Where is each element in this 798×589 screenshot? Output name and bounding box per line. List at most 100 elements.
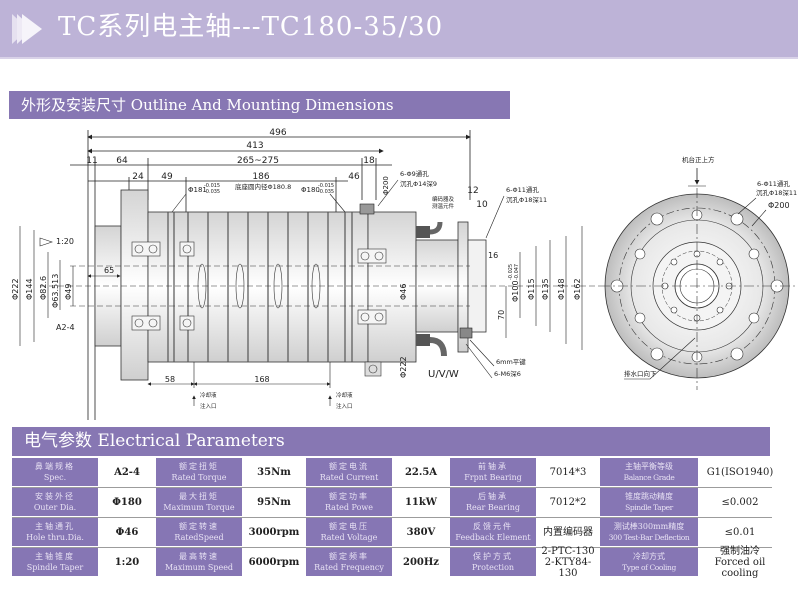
dim-496: 496 — [269, 128, 286, 138]
parameter-label: 后轴承 Rear Bearing — [450, 488, 536, 516]
parameter-label-cn: 锥度跳动精度 — [625, 492, 673, 501]
parameter-label-en: Spindle Taper — [26, 563, 84, 572]
outline-drawing: 496 413 11 64 265~275 18 24 49 186 46 12… — [11, 128, 797, 420]
parameter-label-cn: 额定功率 — [329, 492, 369, 501]
parameter-label-en: Rear Bearing — [466, 503, 520, 512]
dim-200-top: Φ200 — [382, 176, 390, 195]
parameter-value: 380V — [406, 526, 436, 538]
parameter-value: 6000rpm — [248, 556, 300, 568]
title-bar: TC系列电主轴---TC180-35/30 — [0, 0, 798, 59]
parameter-label-en: Spec. — [43, 473, 67, 482]
parameter-label-en: Balance Grade — [623, 473, 675, 482]
parameter-label-cn: 后轴承 — [478, 492, 508, 501]
parameter-label-cn: 测试棒300mm精度 — [613, 522, 685, 531]
spindle-side-view — [40, 189, 600, 381]
front-tol-up: -0.015 — [204, 183, 220, 189]
holes-rear-1: 6-Φ11通孔 — [506, 185, 539, 194]
dim-16: 16 — [488, 251, 498, 260]
parameter-label: 主轴通孔 Hole thru.Dia. — [12, 518, 98, 546]
parameter-label: 安装外径 Outer Dia. — [12, 488, 98, 516]
parameter-value: 7014*3 — [549, 466, 587, 478]
parameter-label-en: Feedback Element — [455, 533, 531, 542]
parameter-label-en: Rated Frequency — [314, 563, 384, 572]
holes-front-2: 沉孔Φ14深9 — [400, 179, 437, 188]
parameter-value: 3000rpm — [248, 526, 300, 538]
parameter-value: 1:20 — [114, 556, 140, 568]
m6-note: 6-M6深6 — [494, 369, 521, 378]
parameter-value: 11kW — [404, 496, 438, 508]
dim-46: 46 — [348, 172, 360, 182]
parameter-label: 锥度跳动精度 Spindle Taper — [600, 488, 698, 516]
holes-front-1: 6-Φ9通孔 — [400, 169, 429, 178]
spindle-end-view: 机台正上方 6-Φ11通孔 沉孔Φ18深11 Φ200 排水口向下 — [600, 155, 797, 390]
dim-265-275: 265~275 — [237, 156, 279, 166]
parameter-label: 最高转速 Maximum Speed — [156, 548, 242, 576]
dim-63-513: Φ63.513 — [51, 274, 60, 308]
parameter-label-en: Hole thru.Dia. — [26, 533, 84, 542]
row-divider — [12, 517, 772, 518]
parameter-label: 主轴平衡等级 Balance Grade — [600, 458, 698, 486]
electrical-section-title: 电气参数 Electrical Parameters — [24, 431, 285, 451]
parameter-label-cn: 主轴平衡等级 — [625, 462, 673, 471]
parameter-label: 最大扭矩 Maximum Torque — [156, 488, 242, 516]
parameter-value: 22.5A — [404, 466, 438, 478]
dim-135: Φ135 — [541, 278, 550, 300]
parameter-label-en: Maximum Speed — [164, 563, 234, 572]
parameter-label-en: Frpnt Bearing — [464, 473, 522, 482]
parameter-label-cn: 最高转速 — [179, 552, 219, 561]
parameter-label-cn: 额定扭矩 — [179, 462, 219, 471]
parameter-label-en: RatedSpeed — [174, 533, 224, 542]
outline-section-header: 外形及安装尺寸 Outline And Mounting Dimensions — [9, 91, 510, 119]
parameter-label-cn: 额定电流 — [329, 462, 369, 471]
rear-tol-up: -0.015 — [318, 183, 334, 189]
end-d200: Φ200 — [768, 201, 790, 210]
dim-168: 168 — [254, 375, 269, 384]
electrical-section-header: 电气参数 Electrical Parameters — [12, 427, 770, 456]
front-fit: Φ181 — [188, 186, 207, 194]
coolant-inlet-2a: 冷却液 — [336, 391, 353, 399]
parameter-label-en: Outer Dia. — [33, 503, 77, 512]
dim-222-left: Φ222 — [11, 278, 20, 300]
parameter-label-cn: 主轴通孔 — [35, 522, 75, 531]
dim-46-bore: Φ46 — [399, 284, 408, 300]
parameter-label-en: Maximum Torque — [163, 503, 235, 512]
parameter-label-cn: 主轴锥度 — [35, 552, 75, 561]
page-title: TC系列电主轴---TC180-35/30 — [58, 12, 444, 42]
parameter-label-en: Protection — [471, 563, 515, 572]
encoder-note-2: 测温元件 — [432, 202, 455, 210]
parameter-label-cn: 最大扭矩 — [179, 492, 219, 501]
mid-fit-note: 底座圆内径Φ180.8 — [235, 182, 291, 191]
parameter-label-en: Rated Current — [319, 473, 379, 482]
parameter-label-en: Spindle Taper — [625, 503, 673, 512]
machine-top-note: 机台正上方 — [682, 155, 715, 164]
row-divider — [12, 487, 772, 488]
parameter-label-cn: 额定频率 — [329, 552, 369, 561]
outline-section-title: 外形及安装尺寸 Outline And Mounting Dimensions — [21, 96, 394, 114]
dim-12: 12 — [467, 186, 478, 196]
uvw-label: U/V/W — [428, 369, 459, 380]
parameter-value: 2-PTC-130 2-KTY84-130 — [541, 545, 595, 579]
dim-11: 11 — [86, 156, 97, 166]
parameter-value: Φ46 — [115, 526, 139, 538]
dim-24: 24 — [132, 172, 144, 182]
dim-58: 58 — [165, 375, 175, 384]
parameter-label-cn: 安装外径 — [35, 492, 75, 501]
dim-49: 49 — [161, 172, 173, 182]
drain-note: 排水口向下 — [624, 369, 657, 378]
parameter-label-cn: 保护方式 — [473, 552, 513, 561]
coolant-inlet-1a: 冷却液 — [200, 391, 217, 399]
parameter-label-en: 300 Test-Bar Deflection — [608, 533, 690, 542]
parameter-label-en: Type of Cooling — [622, 563, 676, 572]
parameter-value: 强制油冷 Forced oil cooling — [714, 545, 766, 579]
coolant-inlet-2b: 注入口 — [336, 402, 353, 410]
parameter-value: ≤0.002 — [721, 496, 759, 508]
parameter-label-cn: 前轴承 — [478, 462, 508, 471]
parameter-value: 内置编码器 — [543, 526, 593, 538]
